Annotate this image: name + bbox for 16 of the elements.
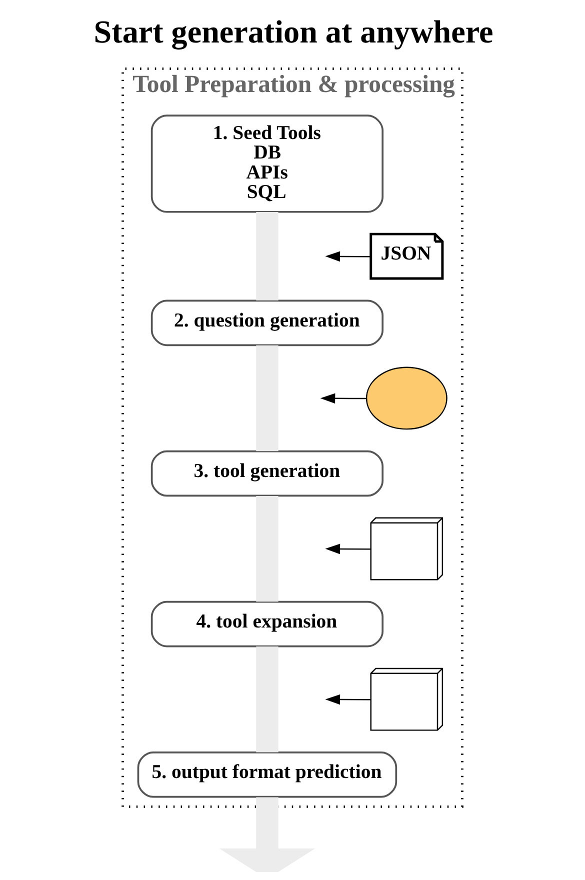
node-box: 1. Seed Tools DB APIs SQL: [150, 114, 384, 213]
node-box: 3. tool generation: [150, 450, 384, 497]
node-cloud: [366, 366, 448, 430]
arrow: [219, 797, 316, 872]
node-box: 4. tool expansion: [150, 600, 384, 648]
node-box: 5. output format prediction: [137, 751, 398, 798]
diagram-title: Start generation at anywhere: [94, 14, 494, 50]
connector: [256, 212, 278, 300]
arrow: [325, 251, 371, 262]
arrow: [325, 544, 371, 554]
connector: [256, 646, 278, 752]
arrow: [320, 393, 366, 404]
arrow: [325, 694, 371, 705]
node-box: 2. question generation: [150, 300, 384, 346]
connector: [256, 496, 278, 602]
connector: [256, 345, 278, 452]
